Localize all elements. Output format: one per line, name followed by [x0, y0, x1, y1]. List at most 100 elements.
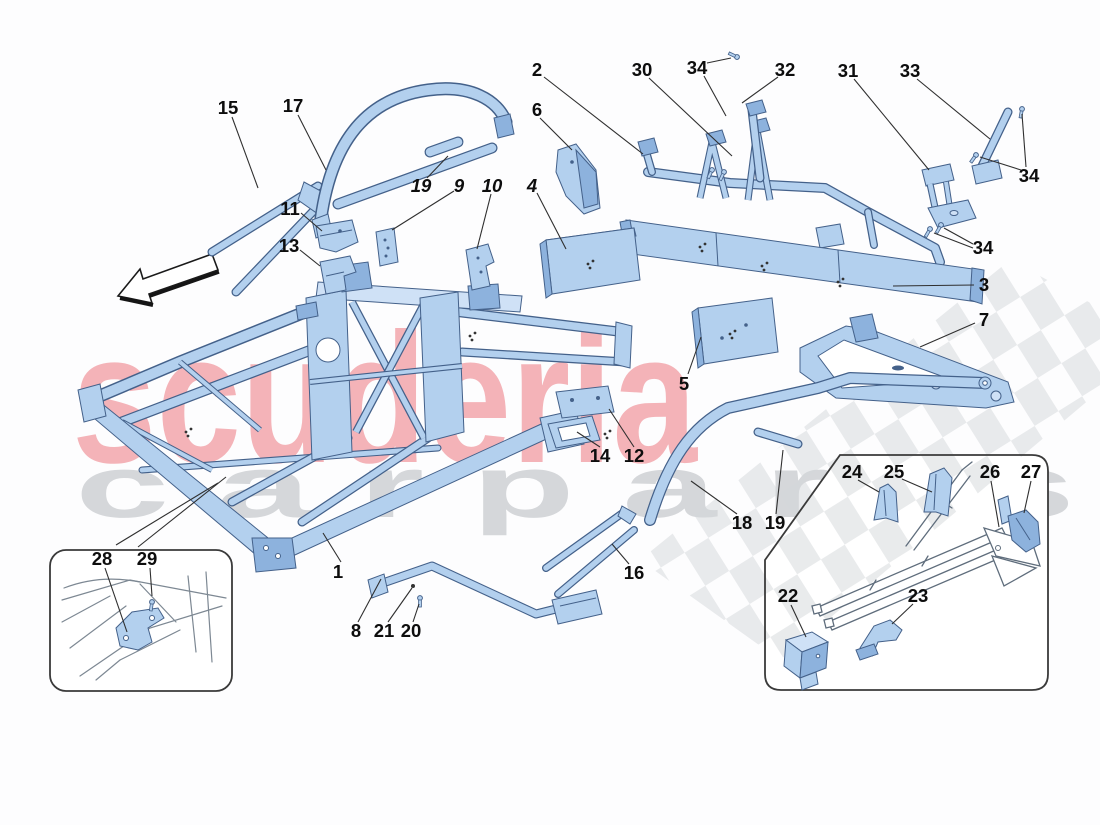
part-19-bar-top [424, 136, 464, 158]
callout-label-1: 1 [333, 561, 343, 582]
part-1-main-chassis [77, 261, 633, 573]
part-17-hoop-frame [311, 82, 515, 239]
leader-line-22 [790, 604, 807, 638]
bolt-icon [417, 595, 423, 608]
inset-reference-line [115, 482, 219, 546]
leader-line-10 [476, 193, 492, 250]
part-12-plate [555, 385, 615, 419]
part-14-loop-bracket [547, 415, 601, 449]
leader-line-34 [706, 57, 732, 64]
weld-dot [184, 430, 188, 434]
callout-label-16: 16 [624, 562, 645, 583]
callout-label-32: 32 [775, 59, 796, 80]
callout-label-14: 14 [590, 445, 611, 466]
inset-detail-box-1 [49, 549, 233, 692]
leader-line-11 [300, 212, 323, 232]
inset1-sketch [61, 571, 227, 681]
callout-label-26: 26 [980, 461, 1001, 482]
weld-dot [841, 277, 845, 281]
weld-dot [605, 436, 609, 440]
leader-line-6 [539, 117, 573, 151]
part-6-gusset [555, 143, 601, 215]
weld-dot [588, 266, 592, 270]
callout-label-13: 13 [279, 235, 300, 256]
leader-line-34 [933, 232, 974, 249]
leader-line-28 [104, 567, 128, 633]
callout-label-2: 2 [532, 59, 542, 80]
part-5-box-beam [691, 297, 779, 369]
bolt-icon [148, 599, 155, 612]
part-22-box [783, 631, 830, 691]
weld-dot [603, 432, 607, 436]
callout-label-4: 4 [526, 175, 537, 196]
callout-label-28: 28 [92, 548, 113, 569]
leader-line-29 [149, 567, 153, 597]
part-13-angle-bracket [319, 255, 357, 295]
leader-line-27 [1023, 480, 1032, 514]
callout-label-23: 23 [908, 585, 929, 606]
part-8-brace [367, 561, 603, 625]
part-32-strap [745, 99, 767, 183]
leader-line-15 [231, 116, 259, 189]
part-10-bracket [465, 243, 495, 291]
part-19-bar [753, 427, 803, 449]
weld-dot [703, 242, 707, 246]
leader-line-32 [741, 76, 779, 104]
part-9-bracket [375, 227, 399, 267]
leader-line-26 [990, 480, 1000, 528]
leader-line-19 [426, 155, 449, 179]
callout-label-6: 6 [532, 99, 542, 120]
weld-dot [586, 262, 590, 266]
bolt-icon [923, 226, 933, 239]
leader-line-18 [690, 480, 738, 515]
bolt-icon [969, 152, 979, 164]
weld-dot [468, 334, 472, 338]
leader-line-12 [608, 408, 635, 448]
callout-label-34: 34 [973, 237, 994, 258]
part-33-strap [971, 107, 1013, 185]
callout-label-9: 9 [454, 175, 465, 196]
weld-dot [760, 264, 764, 268]
direction-arrow [116, 252, 220, 307]
leader-line-20 [412, 603, 420, 623]
callout-label-3: 3 [979, 274, 989, 295]
leader-line-2 [543, 76, 644, 155]
bolt-icon [934, 222, 944, 235]
leader-line-17 [297, 114, 327, 171]
leader-line-14 [576, 431, 601, 448]
weld-dot [473, 331, 477, 335]
callout-label-30: 30 [632, 59, 653, 80]
leader-line-19 [775, 449, 784, 515]
callout-label-12: 12 [624, 445, 645, 466]
weld-dot [836, 280, 840, 284]
leader-line-3 [892, 284, 975, 287]
weld-dot [470, 338, 474, 342]
callout-label-19: 19 [411, 175, 432, 196]
leader-line-23 [891, 603, 914, 625]
callout-label-34: 34 [1019, 165, 1040, 186]
leader-line-5 [687, 336, 702, 375]
leader-line-4 [536, 192, 567, 250]
callout-label-19: 19 [765, 512, 786, 533]
fastener-bolts-layer [148, 51, 1025, 612]
leader-line-34 [1021, 113, 1027, 168]
callout-label-15: 15 [218, 97, 239, 118]
bolt-icon [1018, 106, 1025, 119]
callout-label-7: 7 [979, 309, 989, 330]
callout-label-34: 34 [687, 57, 708, 78]
leader-line-7 [919, 322, 976, 348]
inset2-wireframe [811, 461, 1041, 631]
leader-line-1 [322, 532, 342, 563]
weld-dot [591, 259, 595, 263]
weld-dot [728, 332, 732, 336]
bolt-icon [706, 167, 715, 180]
part-28-bracket [115, 607, 165, 651]
bolt-icon [718, 169, 727, 182]
callout-label-25: 25 [884, 461, 905, 482]
inset-reference-line [137, 476, 227, 548]
weld-dot [698, 245, 702, 249]
callout-label-17: 17 [283, 95, 304, 116]
part-31-bracket [921, 163, 977, 229]
